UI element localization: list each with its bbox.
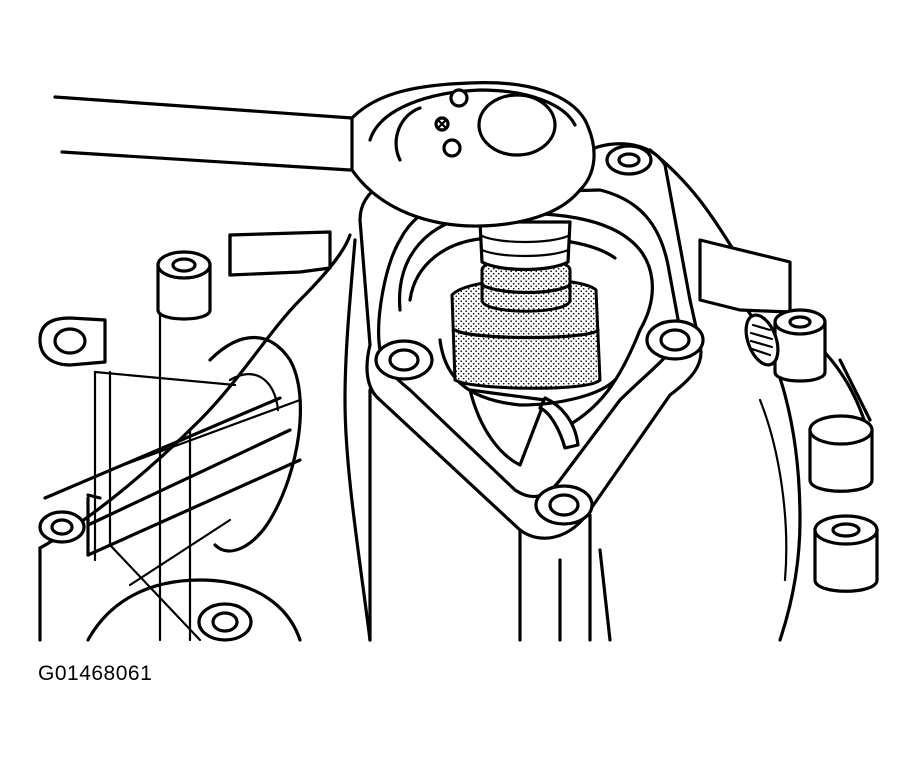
figure-code-label: G01468061 [38,662,153,685]
transmission-case [38,148,872,642]
case-hole-bottom [197,602,253,642]
case-ear-left [38,316,107,367]
case-ear-lower-left [38,510,86,544]
extension-bar [478,220,572,272]
case-struts [43,396,302,557]
case-boss-right-mid [808,414,874,493]
ratchet-on-housing-illustration [38,81,879,642]
bolt-side [744,313,780,367]
socket-tool [450,257,602,390]
case-bracket-top [228,230,332,277]
case-boss-right-low [813,514,879,593]
case-boss-right [773,308,827,383]
seal-and-sleeve [438,338,617,467]
case-bracket-right [698,238,792,314]
case-boss-upper-left [156,250,212,321]
ratchet-wrench [53,81,596,228]
